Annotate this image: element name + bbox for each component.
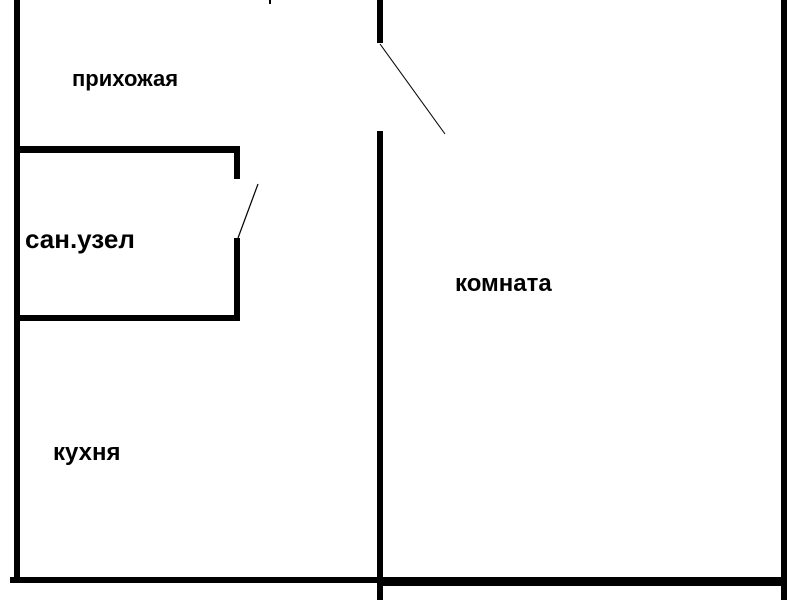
wall-bathroom-right-upper: [234, 146, 240, 179]
wall-middle-lower: [377, 131, 383, 600]
wall-left: [14, 0, 20, 583]
label-room: комната: [455, 270, 552, 297]
wall-bottom-left: [10, 577, 380, 583]
wall-right: [781, 0, 787, 600]
wall-bathroom-bottom: [14, 315, 240, 321]
door-bathroom: [237, 183, 259, 239]
wall-middle-upper: [377, 0, 383, 43]
wall-tick-top: [269, 0, 271, 4]
label-kitchen: кухня: [53, 439, 121, 466]
wall-bathroom-right-lower: [234, 238, 240, 321]
wall-bathroom-top: [14, 146, 240, 153]
label-bathroom: сан.узел: [25, 224, 135, 254]
label-hallway: прихожая: [72, 66, 179, 91]
door-room: [379, 43, 446, 135]
wall-bottom-right: [380, 577, 787, 586]
